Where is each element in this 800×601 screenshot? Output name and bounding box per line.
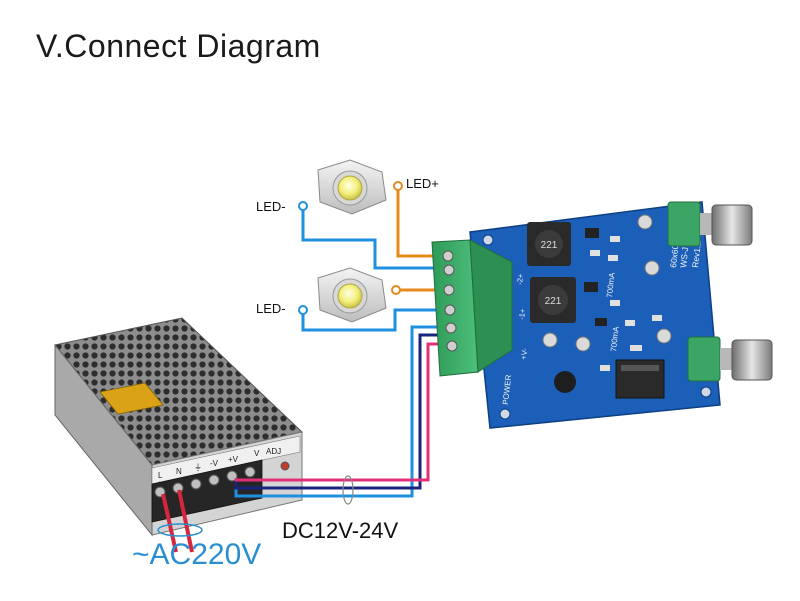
power-supply [54, 317, 304, 537]
current-label-2: 700mA [609, 325, 621, 352]
psu-label-ac: (AC) [158, 482, 170, 488]
inductor-1-icon [527, 222, 571, 266]
led-plus-label-top: LED+ [406, 176, 439, 191]
output-terminal-block [431, 239, 513, 377]
dc-wire-bundle-marker [342, 475, 354, 505]
led-2-icon [298, 267, 401, 323]
ac-input-label: ~AC220V [132, 538, 262, 571]
current-label-1: 700mA [605, 271, 617, 298]
terminal-sign-1: -2+ [515, 273, 525, 286]
led-1-icon [298, 159, 403, 215]
led-wires [301, 186, 440, 332]
dc-range-label: DC12V-24V [282, 518, 399, 543]
terminal-sign-3: +V- [519, 347, 529, 360]
psu-label-n: N [176, 467, 182, 476]
psu-label-plus-v: +V [228, 455, 239, 464]
led-minus-label-top: LED- [256, 199, 286, 214]
ac-input-wires [157, 489, 203, 553]
inductor-2-marking: 221 [545, 296, 562, 307]
psu-label-v: V [254, 449, 260, 458]
dc-power-wires [234, 325, 440, 505]
psu-adjust-trimmer-icon [280, 461, 290, 471]
driver-board: 221 221 [431, 201, 773, 429]
psu-label-adj: ADJ [266, 447, 281, 456]
board-revision: Rev1.2 [690, 240, 703, 268]
psu-label-l: L [158, 471, 163, 480]
warning-label-icon [99, 382, 164, 415]
regulator-ic-icon [615, 359, 665, 399]
psu-label-ground: ⏚ [194, 463, 202, 472]
capacitors [542, 214, 672, 352]
diagram-title: V.Connect Diagram [36, 28, 321, 64]
ac-wire-bundle-marker [157, 523, 203, 537]
inductor-1-marking: 221 [541, 240, 558, 251]
power-label: POWER [501, 374, 513, 405]
terminal-sign-2: -1+ [517, 308, 527, 321]
smd-components [584, 228, 662, 371]
psu-terminal-labels: L N ⏚ -V +V V ADJ (AC) [158, 447, 281, 488]
potentiometer-1-icon [667, 201, 753, 247]
led-minus-label-bottom: LED- [256, 301, 286, 316]
inductor-2-icon [530, 277, 576, 323]
toroid-icon [554, 371, 576, 393]
psu-label-minus-v: -V [210, 459, 219, 468]
potentiometer-2-icon [687, 336, 773, 382]
